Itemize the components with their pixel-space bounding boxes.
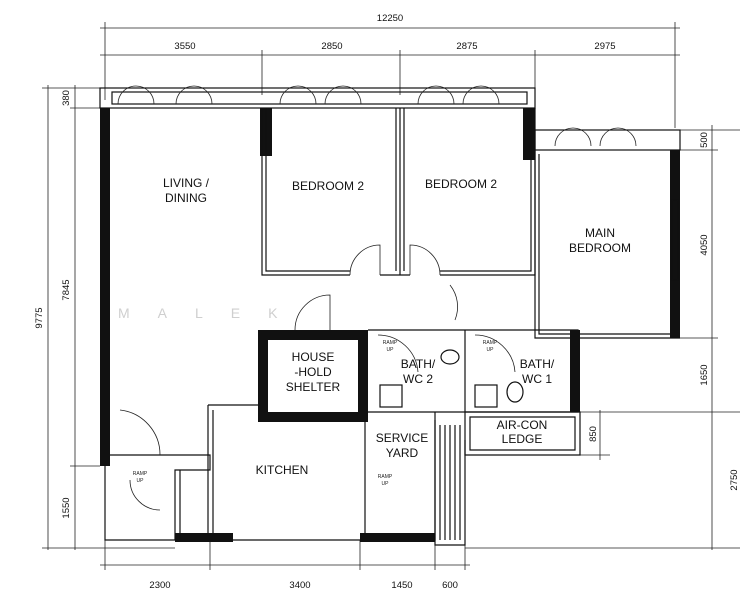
room-label-bedroom-2b: BEDROOM 2 xyxy=(425,177,497,191)
dim-right-2: 4050 xyxy=(699,234,710,255)
room-label-bath-wc2: BATH/WC 2 xyxy=(401,357,436,386)
dim-left-3: 1550 xyxy=(61,497,72,518)
dim-bottom-1: 2300 xyxy=(149,580,170,591)
dim-top-2: 2850 xyxy=(321,41,342,52)
dim-left-1: 380 xyxy=(61,90,72,106)
room-label-living-dining: LIVING /DINING xyxy=(163,176,210,205)
dim-right-1: 500 xyxy=(699,132,710,148)
dim-top-4: 2975 xyxy=(594,41,615,52)
walls xyxy=(99,85,681,546)
dim-top-1: 3550 xyxy=(174,41,195,52)
watermark: MALEK xyxy=(118,305,305,321)
dim-right-4: 2750 xyxy=(729,469,740,490)
dim-left-overall: 9775 xyxy=(34,307,45,328)
room-label-kitchen: KITCHEN xyxy=(256,463,309,477)
dim-left-2: 7845 xyxy=(61,279,72,300)
dim-top-3: 2875 xyxy=(456,41,477,52)
room-label-bath-wc1: BATH/WC 1 xyxy=(520,357,555,386)
dim-overall-width: 12250 xyxy=(377,13,403,24)
dim-right-3: 1650 xyxy=(699,364,710,385)
room-label-bedroom-2a: BEDROOM 2 xyxy=(292,179,364,193)
dim-bottom-3: 1450 xyxy=(391,580,412,591)
dimension-lines xyxy=(42,22,740,570)
dim-bottom-2: 3400 xyxy=(289,580,310,591)
dim-bottom-4: 600 xyxy=(442,580,458,591)
dim-aircon-depth: 850 xyxy=(588,426,599,442)
